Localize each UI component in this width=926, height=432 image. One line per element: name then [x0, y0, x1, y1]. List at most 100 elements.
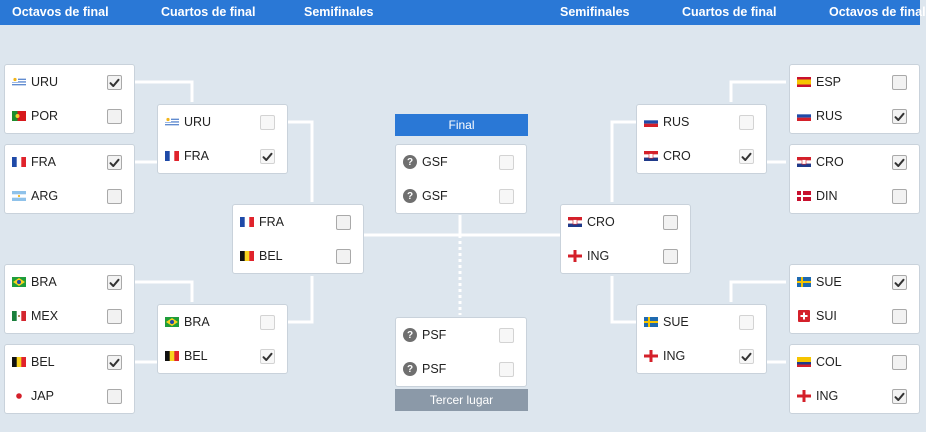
team-code: SUI [816, 309, 837, 323]
winner-checkbox[interactable] [892, 109, 907, 124]
match-card-third-place: ?PSF?PSF [395, 317, 527, 387]
team-row[interactable]: BRA [158, 305, 287, 339]
winner-checkbox[interactable] [739, 115, 754, 130]
team-code: RUS [816, 109, 843, 123]
winner-checkbox[interactable] [260, 149, 275, 164]
team-row[interactable]: ESP [790, 65, 919, 99]
team-row[interactable]: URU [158, 105, 287, 139]
team-code: PSF [422, 328, 447, 342]
team-code: CRO [587, 215, 615, 229]
winner-checkbox[interactable] [663, 249, 678, 264]
team-row[interactable]: SUE [790, 265, 919, 299]
team-row[interactable]: FRA [5, 145, 134, 179]
team-row[interactable]: ?PSF [396, 318, 526, 352]
flag-sue-icon [797, 277, 811, 287]
winner-checkbox[interactable] [892, 189, 907, 204]
winner-checkbox[interactable] [892, 275, 907, 290]
team-code: PSF [422, 362, 447, 376]
flag-bel-icon [240, 251, 254, 261]
team-row[interactable]: CRO [637, 139, 766, 173]
winner-checkbox[interactable] [499, 155, 514, 170]
team-code: JAP [31, 389, 54, 403]
team-row[interactable]: ?PSF [396, 352, 526, 386]
flag-cro-icon [644, 151, 658, 161]
flag-sui-icon [797, 310, 811, 322]
winner-checkbox[interactable] [107, 275, 122, 290]
team-code: CRO [663, 149, 691, 163]
winner-checkbox[interactable] [260, 115, 275, 130]
team-row[interactable]: JAP [5, 379, 134, 413]
team-row[interactable]: ?GSF [396, 179, 526, 213]
winner-checkbox[interactable] [892, 75, 907, 90]
match-card-final: ?GSF?GSF [395, 144, 527, 214]
match-card-r16-right-4: COL ING [789, 344, 920, 414]
winner-checkbox[interactable] [663, 215, 678, 230]
team-row[interactable]: URU [5, 65, 134, 99]
header-round-of-16-left: Octavos de final [12, 5, 109, 19]
winner-checkbox[interactable] [107, 389, 122, 404]
flag-din-icon [797, 191, 811, 201]
team-row[interactable]: CRO [561, 205, 690, 239]
team-row[interactable]: ?GSF [396, 145, 526, 179]
match-card-qf-right-1: RUS CRO [636, 104, 767, 174]
winner-checkbox[interactable] [892, 389, 907, 404]
team-row[interactable]: RUS [790, 99, 919, 133]
team-code: ING [816, 389, 839, 403]
flag-col-icon [797, 357, 811, 367]
flag-uru-icon [12, 77, 26, 87]
team-row[interactable]: BRA [5, 265, 134, 299]
winner-checkbox[interactable] [336, 215, 351, 230]
team-row[interactable]: SUE [637, 305, 766, 339]
team-row[interactable]: BEL [158, 339, 287, 373]
team-row[interactable]: FRA [233, 205, 363, 239]
winner-checkbox[interactable] [892, 155, 907, 170]
team-row[interactable]: COL [790, 345, 919, 379]
winner-checkbox[interactable] [107, 355, 122, 370]
team-row[interactable]: BEL [233, 239, 363, 273]
winner-checkbox[interactable] [107, 155, 122, 170]
winner-checkbox[interactable] [892, 309, 907, 324]
team-code: ING [587, 249, 610, 263]
winner-checkbox[interactable] [739, 349, 754, 364]
flag-cro-icon [568, 217, 582, 227]
winner-checkbox[interactable] [739, 149, 754, 164]
winner-checkbox[interactable] [499, 328, 514, 343]
winner-checkbox[interactable] [336, 249, 351, 264]
match-card-r16-right-1: ESP RUS [789, 64, 920, 134]
team-row[interactable]: RUS [637, 105, 766, 139]
team-row[interactable]: BEL [5, 345, 134, 379]
winner-checkbox[interactable] [107, 189, 122, 204]
winner-checkbox[interactable] [739, 315, 754, 330]
team-row[interactable]: POR [5, 99, 134, 133]
team-row[interactable]: FRA [158, 139, 287, 173]
winner-checkbox[interactable] [107, 109, 122, 124]
winner-checkbox[interactable] [107, 309, 122, 324]
flag-fra-icon [12, 157, 26, 167]
team-row[interactable]: DIN [790, 179, 919, 213]
team-row[interactable]: ING [790, 379, 919, 413]
team-row[interactable]: ARG [5, 179, 134, 213]
winner-checkbox[interactable] [499, 189, 514, 204]
match-card-r16-right-3: SUE SUI [789, 264, 920, 334]
team-code: GSF [422, 189, 448, 203]
team-row[interactable]: SUI [790, 299, 919, 333]
header-round-of-16-right: Octavos de final [829, 5, 926, 19]
team-row[interactable]: ING [637, 339, 766, 373]
third-place-banner: Tercer lugar [395, 389, 528, 411]
header-semifinals-left: Semifinales [304, 5, 374, 19]
winner-checkbox[interactable] [260, 349, 275, 364]
winner-checkbox[interactable] [260, 315, 275, 330]
winner-checkbox[interactable] [499, 362, 514, 377]
winner-checkbox[interactable] [107, 75, 122, 90]
team-row[interactable]: CRO [790, 145, 919, 179]
team-code: FRA [31, 155, 56, 169]
team-row[interactable]: MEX [5, 299, 134, 333]
winner-checkbox[interactable] [892, 355, 907, 370]
flag-fra-icon [165, 151, 179, 161]
team-row[interactable]: ING [561, 239, 690, 273]
